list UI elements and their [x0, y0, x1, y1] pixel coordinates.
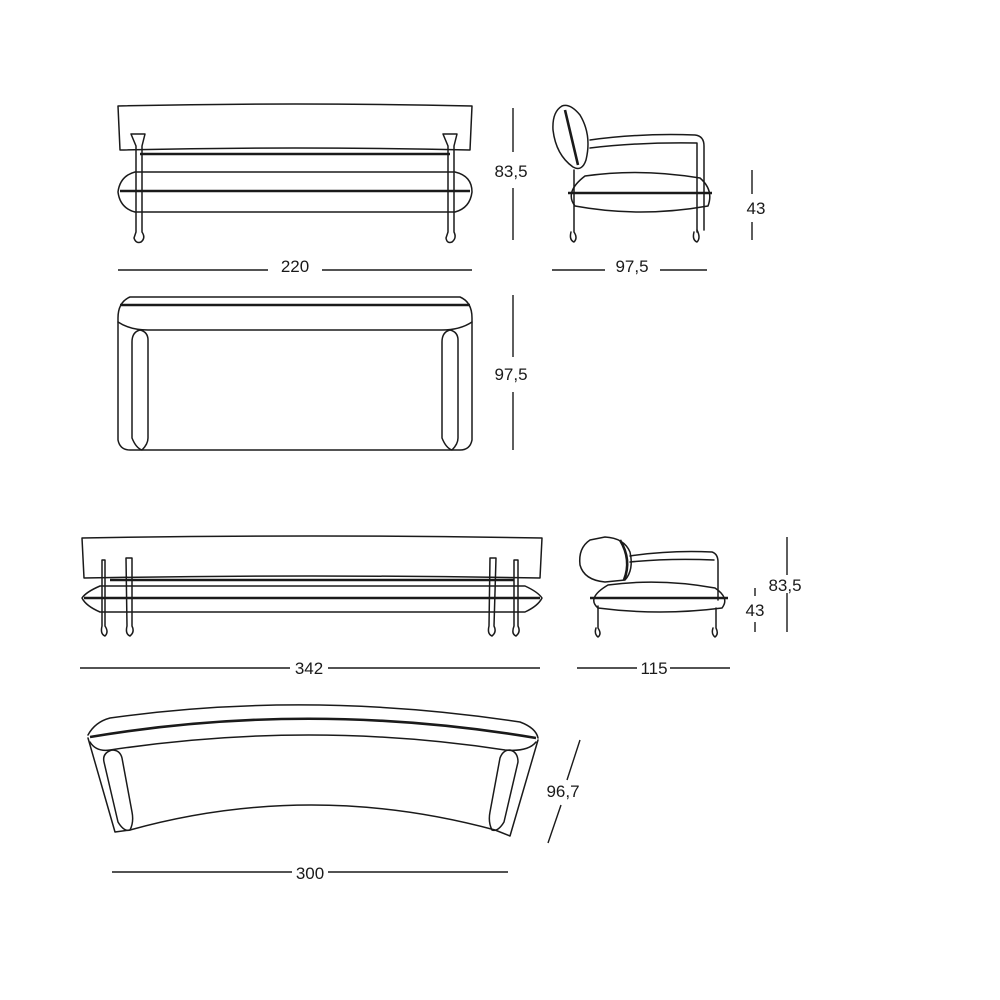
sofa-342-width-dimension: 342: [80, 659, 540, 678]
seat-height-label: 43: [747, 199, 766, 218]
width-label: 300: [296, 864, 324, 883]
sofa-220-height-dimension: 83,5: [494, 108, 528, 240]
curved-sofa-width-dimension: 300: [112, 864, 508, 883]
depth-label: 96,7: [546, 782, 579, 801]
sofa-220-seat-height-dimension: 43: [747, 170, 766, 240]
sofa-220-side-view: [552, 104, 712, 243]
side-depth-label: 115: [640, 659, 667, 678]
sofa-342-front-view: [81, 535, 543, 637]
sofa-220-top-view: [117, 296, 473, 451]
width-label: 342: [295, 659, 323, 678]
seat-height-label: 43: [746, 601, 765, 620]
height-label: 83,5: [768, 576, 801, 595]
curved-sofa-depth-dimension: 96,7: [540, 739, 584, 844]
curved-sofa-top-view: [87, 704, 539, 837]
sofa-342-side-depth-dimension: 115: [577, 659, 730, 678]
sofa-342-height-dimension: 83,5: [764, 537, 808, 632]
sofa-220-front-view: [117, 103, 473, 244]
side-depth-label: 97,5: [615, 257, 648, 276]
sofa-342-seat-height-dimension: 43: [746, 588, 765, 632]
sofa-220-width-dimension: 220: [118, 257, 472, 276]
sofa-342-side-view: [578, 536, 728, 638]
depth-label: 97,5: [494, 365, 527, 384]
sofa-220-side-depth-dimension: 97,5: [552, 257, 707, 276]
sofa-220-depth-dimension: 97,5: [494, 295, 528, 450]
width-label: 220: [281, 257, 309, 276]
height-label: 83,5: [494, 162, 527, 181]
